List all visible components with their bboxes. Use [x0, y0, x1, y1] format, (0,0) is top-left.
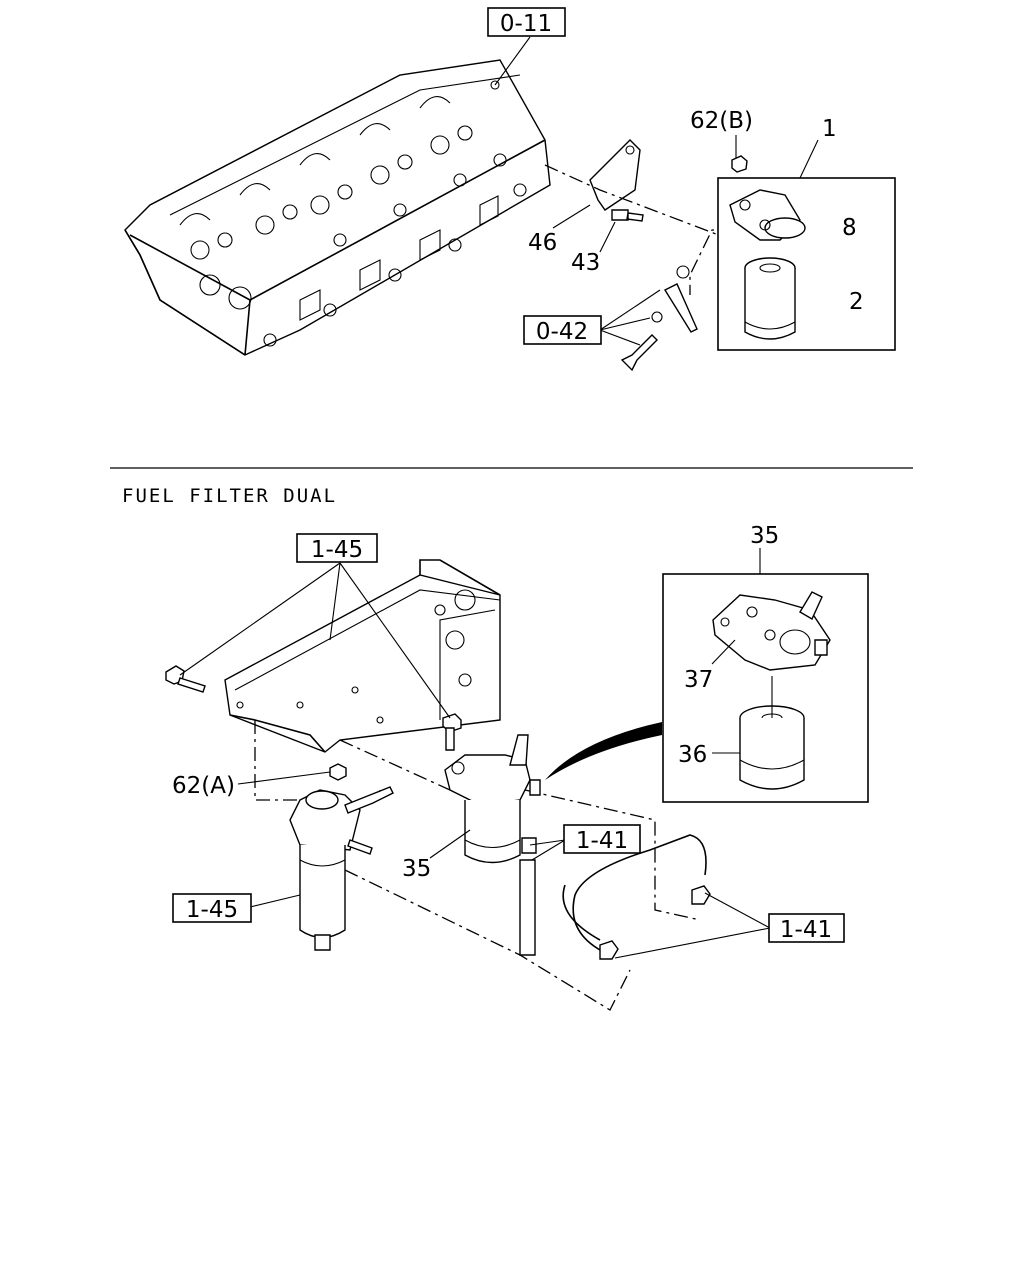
callout-43: 43 [571, 250, 600, 276]
detail-filter-head-37 [712, 591, 831, 671]
dashed-line-top-1 [544, 164, 746, 246]
callout-46: 46 [528, 230, 557, 256]
ref-box-1-41-right: 1-41 [768, 913, 845, 943]
callout-37: 37 [684, 667, 713, 693]
callout-8: 8 [842, 215, 857, 241]
ref-box-1-45-top: 1-45 [296, 533, 378, 563]
bracket-part [589, 139, 644, 222]
svg-text:1-41: 1-41 [576, 828, 628, 854]
callout-62b: 62(B) [690, 108, 753, 134]
detail-filter-cartridge-36 [739, 705, 805, 790]
callout-35-main: 35 [402, 856, 431, 882]
ref-box-0-42: 0-42 [523, 315, 602, 345]
svg-text:0-42: 0-42 [536, 319, 588, 345]
leader-lines-bottom [179, 548, 773, 959]
callout-62a: 62(A) [172, 773, 235, 799]
svg-text:1-45: 1-45 [186, 897, 238, 923]
mounting-bracket [224, 559, 501, 753]
svg-text:1-41: 1-41 [780, 917, 832, 943]
bracket-bolt [165, 665, 462, 781]
ref-box-1-41-mid: 1-41 [563, 824, 641, 854]
filter-head-part [729, 155, 806, 241]
fuel-hose [519, 834, 711, 960]
section-title: FUEL FILTER DUAL [122, 485, 337, 507]
ref-box-1-45-left: 1-45 [172, 893, 252, 923]
svg-text:1-45: 1-45 [311, 537, 363, 563]
detail-pointer-wedge [545, 722, 662, 780]
dashed-line-top-2 [689, 229, 760, 295]
cylinder-head-illustration [124, 59, 551, 356]
left-fuel-filter [289, 786, 394, 951]
callout-36: 36 [678, 742, 707, 768]
center-fuel-filter [444, 734, 541, 864]
callout-35-box: 35 [750, 523, 779, 549]
hose-and-bolt [620, 265, 698, 372]
callout-1: 1 [822, 116, 837, 142]
filter-cartridge-part [744, 257, 796, 340]
svg-text:0-11: 0-11 [500, 11, 552, 37]
callout-2: 2 [849, 289, 864, 315]
ref-box-0-11: 0-11 [487, 7, 566, 37]
